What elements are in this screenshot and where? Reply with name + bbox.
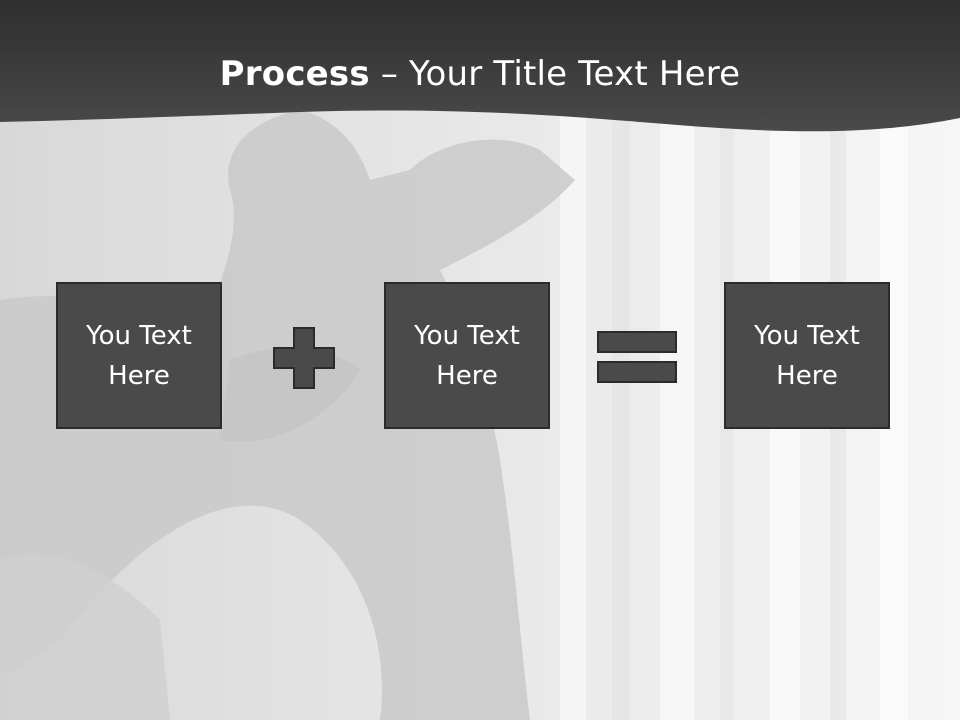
title-bold-part: Process <box>219 54 370 94</box>
process-box-2-text: You Text Here <box>414 320 520 391</box>
process-box-1-text: You Text Here <box>86 320 192 391</box>
plus-icon <box>273 327 335 389</box>
header-banner <box>0 0 960 132</box>
process-box-2[interactable]: You Text Here <box>384 282 550 429</box>
slide-title: Process – Your Title Text Here <box>0 50 960 98</box>
process-box-1[interactable]: You Text Here <box>56 282 222 429</box>
equals-icon <box>597 331 677 383</box>
title-separator: – <box>369 54 410 94</box>
title-regular-part: Your Title Text Here <box>409 54 741 94</box>
process-box-3-text: You Text Here <box>754 320 860 391</box>
process-box-3[interactable]: You Text Here <box>724 282 890 429</box>
